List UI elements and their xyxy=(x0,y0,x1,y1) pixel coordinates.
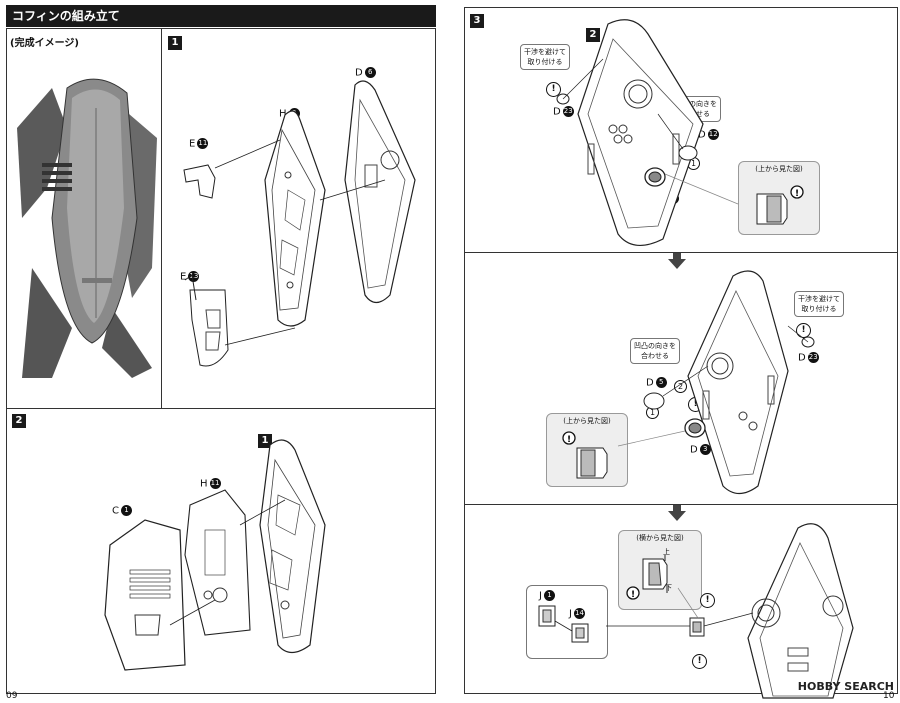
inset-title: (横から見た図) xyxy=(636,534,684,542)
step-1-number: 1 xyxy=(168,36,182,50)
right-page-number: 10 xyxy=(883,691,895,701)
top-view-inset-1: (上から見た図) ! xyxy=(738,161,820,235)
note-avoid-interference-2: 干渉を避けて 取り付ける xyxy=(794,291,844,317)
right-page-border xyxy=(464,7,898,694)
complete-image-label: (完成イメージ) xyxy=(10,38,79,49)
down-arrow-icon xyxy=(668,259,686,269)
page-border-left xyxy=(6,28,436,694)
top-view-part-drawing: ! xyxy=(756,185,804,225)
panel-divider xyxy=(464,252,898,253)
inset-title: (上から見た図) xyxy=(563,417,611,425)
side-view-inset: (横から見た図) 上 下 ! xyxy=(618,530,702,610)
order-number-icon: 2 xyxy=(674,380,687,393)
step-3-panel-3-diagram xyxy=(606,523,854,699)
caution-icon: ! xyxy=(692,654,707,669)
note-align-2: 凹凸の向きを 合わせる xyxy=(630,338,680,364)
subassembly-ref-2: 2 xyxy=(586,28,600,42)
watermark-logo: HOBBY SEARCH xyxy=(797,680,894,693)
side-view-part-drawing: ! xyxy=(626,555,668,600)
note-avoid-interference-1: 干渉を避けて 取り付ける xyxy=(520,44,570,70)
j-parts-drawing xyxy=(538,605,589,643)
step-1-diagram xyxy=(183,80,416,367)
panel-divider xyxy=(464,504,898,505)
caution-icon: ! xyxy=(700,593,715,608)
step-3-number: 3 xyxy=(470,14,484,28)
down-arrow-icon xyxy=(673,505,681,511)
down-arrow-icon xyxy=(673,253,681,259)
down-arrow-icon xyxy=(668,511,686,521)
top-label: 上 xyxy=(663,548,670,556)
step-2-number: 2 xyxy=(12,414,26,428)
section-header: コフィンの組み立て xyxy=(6,5,436,27)
bottom-label: 下 xyxy=(665,584,672,592)
inset-title: (上から見た図) xyxy=(755,165,803,173)
step-3-panel-2-diagram xyxy=(617,270,815,495)
caution-icon: ! xyxy=(546,82,561,97)
complete-image-panel: (完成イメージ) xyxy=(6,28,162,408)
complete-coffin-photo xyxy=(12,68,162,378)
svg-text:!: ! xyxy=(567,435,571,445)
step-3-panel-1-diagram xyxy=(556,19,739,246)
subassembly-ref-1: 1 xyxy=(258,434,272,448)
left-page: コフィンの組み立て (完成イメージ) 1 E11 H8 D6 E13 xyxy=(0,0,440,703)
svg-text:!: ! xyxy=(795,189,799,199)
top-view-part-drawing: ! xyxy=(562,431,608,479)
panel-divider-horizontal xyxy=(6,408,436,409)
caution-icon: ! xyxy=(796,323,811,338)
panel-divider-vertical xyxy=(161,28,162,408)
right-page: 3 2 干渉を避けて 取り付ける 凹凸の向きを 合わせる D23 D12 D4 … xyxy=(458,0,900,703)
svg-text:!: ! xyxy=(631,590,635,600)
step-2-diagram xyxy=(104,439,326,671)
left-page-number: 09 xyxy=(6,691,18,701)
top-view-inset-2: (上から見た図) ! xyxy=(546,413,628,487)
